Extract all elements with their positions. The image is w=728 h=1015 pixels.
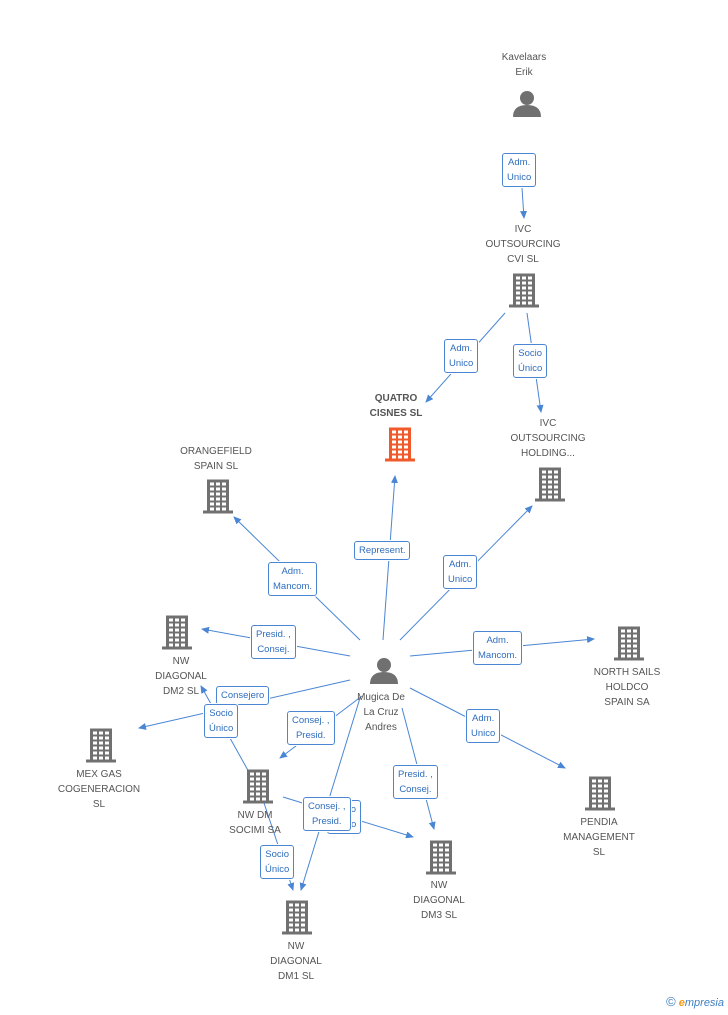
node-label-nw_dm2[interactable]: NW DIAGONAL DM2 SL [155,656,207,697]
building-icon-orangefield[interactable] [203,479,233,514]
edge-label-mugica-to-ivc_holding[interactable]: Adm. Unico [443,555,478,589]
node-label-pendia[interactable]: PENDIA MANAGEMENT SL [563,817,635,858]
building-icon-nw_dm2[interactable] [162,615,192,650]
node-label-north_sails[interactable]: NORTH SAILS HOLDCO SPAIN SA [593,667,661,708]
building-icon-north_sails[interactable] [614,626,644,661]
edge-label-mugica-to-nw_dm1[interactable]: Consej. , Presid. [303,797,351,831]
node-label-ivc_cvi[interactable]: IVC OUTSOURCING CVI SL [485,224,561,265]
building-icon-nw_dm3[interactable] [426,840,456,875]
edge-label-mugica-to-orangefield[interactable]: Adm. Mancom. [268,562,318,596]
edge-label-mugica-to-pendia[interactable]: Adm. Unico [466,709,501,743]
edge-label-ivc_cvi-to-quatro[interactable]: Adm. Unico [444,339,479,373]
edge-label-mugica-to-nw_dm3[interactable]: Presid. , Consej. [393,765,438,799]
node-label-nw_dm_socimi[interactable]: NW DM SOCIMI SA [229,810,281,836]
building-icon-ivc_holding[interactable] [535,467,565,502]
building-icon-quatro[interactable] [385,427,415,462]
node-label-kavelaars[interactable]: Kavelaars Erik [501,52,547,78]
building-icon-pendia[interactable] [585,776,615,811]
edge-label-mugica-to-north_sails[interactable]: Adm. Mancom. [473,631,523,665]
person-icon-kavelaars[interactable] [513,91,541,117]
brand-name: mpresia [684,997,724,1009]
node-label-nw_dm3[interactable]: NW DIAGONAL DM3 SL [413,880,465,921]
building-icon-mex_gas[interactable] [86,728,116,763]
edge-label-ivc_cvi-to-ivc_holding[interactable]: Socio Único [513,344,548,378]
footer-brand[interactable]: ©empresia [666,994,724,1009]
node-label-nw_dm1[interactable]: NW DIAGONAL DM1 SL [270,941,322,982]
node-label-mex_gas[interactable]: MEX GAS COGENERACION SL [57,769,141,810]
icons-layer [86,91,644,935]
edge-label-mugica-to-nw_dm_socimi[interactable]: Consej. , Presid. [287,711,335,745]
edge-label-kavelaars-to-ivc_cvi[interactable]: Adm. Unico [502,153,537,187]
node-label-mugica[interactable]: Mugica De La Cruz Andres [357,692,405,733]
edge-label-mugica-to-nw_dm2[interactable]: Presid. , Consej. [251,625,296,659]
edge-label-nw_dm_socimi-to-nw_dm1[interactable]: Socio Único [260,845,295,879]
edge-label-mugica-to-mex_gas[interactable]: Consejero [216,686,270,705]
node-label-orangefield[interactable]: ORANGEFIELD SPAIN SL [180,446,252,472]
edge-label-mugica-to-quatro[interactable]: Represent. [354,541,411,560]
brand-initial: e [678,997,685,1009]
building-icon-nw_dm_socimi[interactable] [243,769,273,804]
edge-kavelaars-to-ivc_cvi [520,187,528,219]
person-icon-mugica[interactable] [370,658,398,684]
copyright-icon: © [666,994,676,1009]
edge-label-nw_dm_socimi-to-nw_dm2[interactable]: Socio Único [204,704,239,738]
node-label-ivc_holding[interactable]: IVC OUTSOURCING HOLDING... [510,418,586,459]
building-icon-nw_dm1[interactable] [282,900,312,935]
building-icon-ivc_cvi[interactable] [509,273,539,308]
edge-mugica-to-nw_dm1 [299,697,361,891]
node-label-quatro[interactable]: QUATRO CISNES SL [369,393,423,419]
